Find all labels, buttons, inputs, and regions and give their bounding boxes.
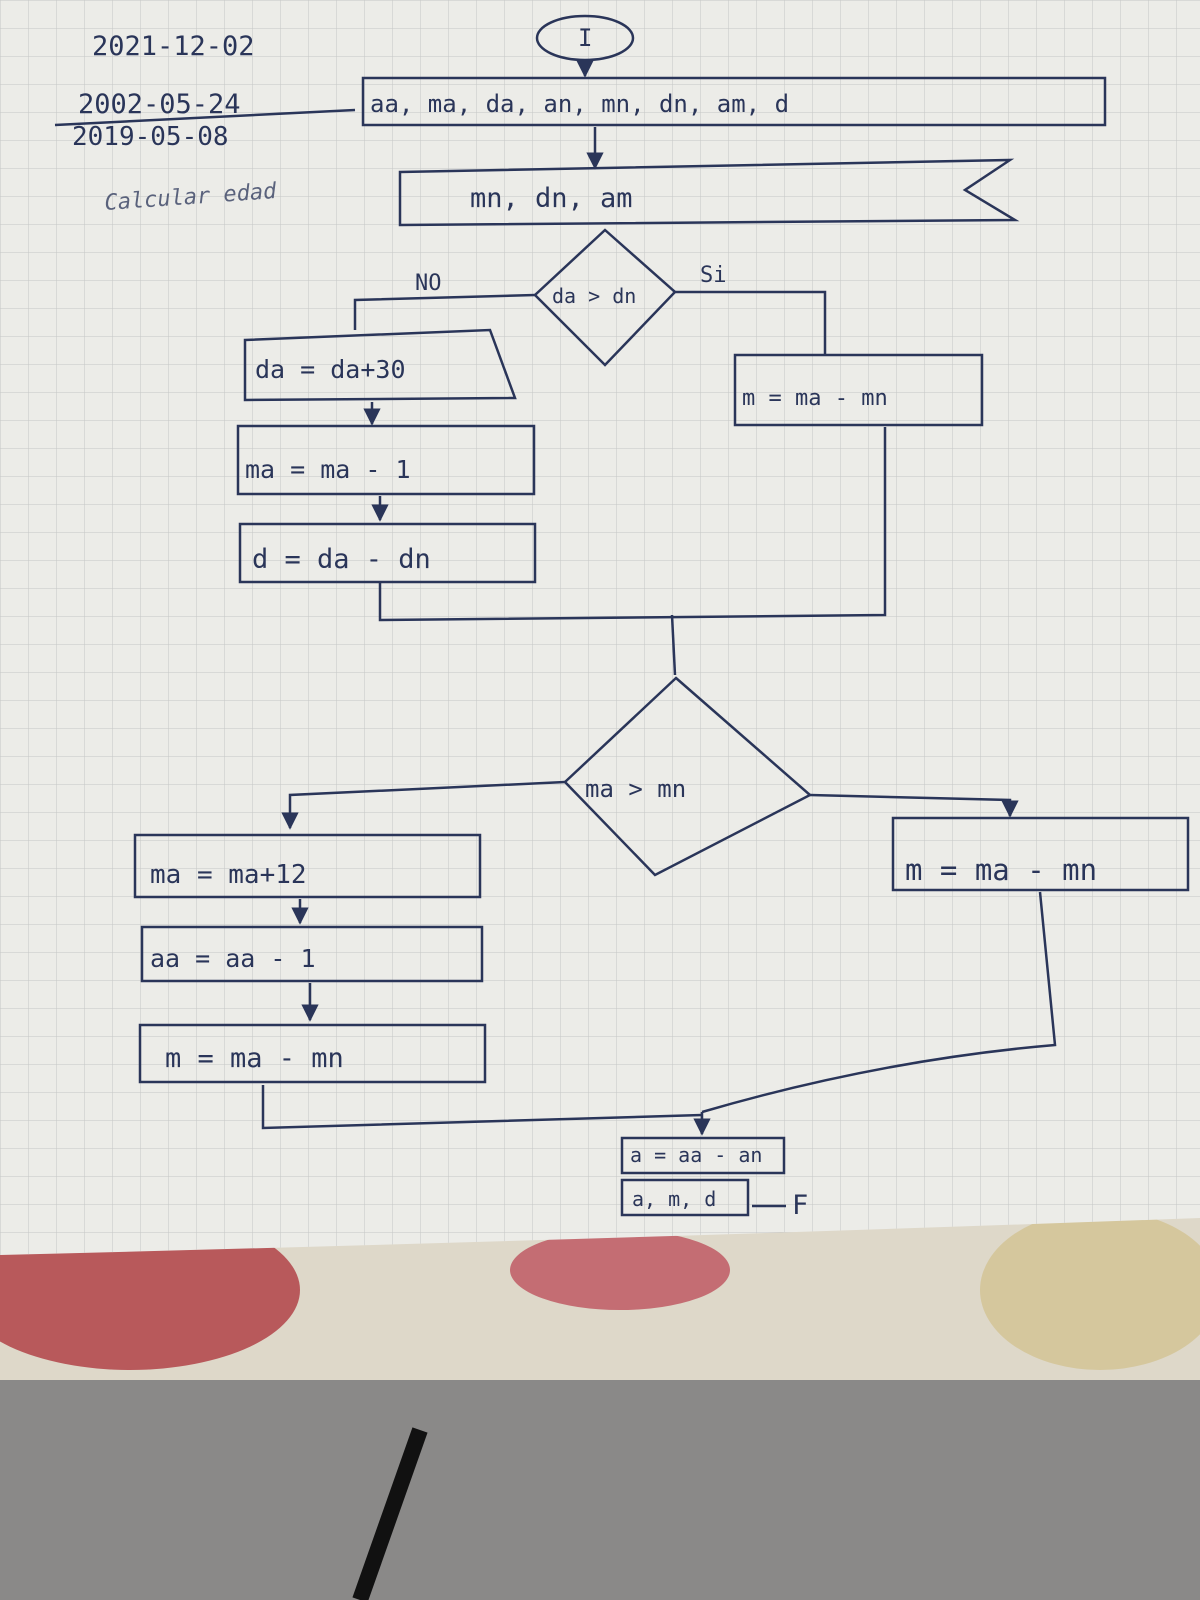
step-ma-plus-12-label: ma = ma+12	[150, 860, 307, 890]
fabric-pattern-gold	[980, 1210, 1200, 1370]
step-da-plus-30-label: da = da+30	[255, 355, 406, 384]
branch-yes-line	[675, 290, 827, 355]
decision-ma-gt-mn	[563, 676, 813, 877]
date-note-1: 2021-12-02	[92, 31, 255, 62]
branch-2-left-line	[281, 780, 566, 830]
decision-1-label: da > dn	[552, 284, 636, 308]
step-m-eq-ma-minus-mn-top	[733, 353, 984, 427]
decision-1-no-label: NO	[415, 271, 442, 296]
step-da-plus-30	[243, 328, 517, 402]
step-ma-minus-1	[236, 424, 536, 496]
output-box	[620, 1178, 750, 1217]
step-left-m-label: m = ma - mn	[165, 1043, 344, 1074]
merge-2-right	[701, 891, 1057, 1114]
merge-2-left	[261, 1085, 703, 1130]
branch-2-right-line	[809, 793, 1019, 818]
step-yes-label: m = ma - mn	[742, 386, 888, 411]
read-label: mn, dn, am	[470, 183, 633, 214]
black-strap	[352, 1427, 428, 1600]
start-label: I	[578, 24, 592, 52]
end-label: F	[792, 1190, 808, 1221]
step-d-eq-da-minus-dn	[238, 522, 537, 584]
read-box	[398, 158, 1020, 227]
step-aa-minus-1-label: aa = aa - 1	[150, 944, 316, 973]
date-note-2: 2002-05-24	[78, 89, 241, 120]
date-note-3: 2019-05-08	[72, 122, 229, 152]
fabric-pattern-pink	[510, 1230, 730, 1310]
input-label: aa, ma, da, an, mn, dn, am, d	[370, 90, 789, 118]
note-divider	[54, 108, 356, 127]
decision-da-gt-dn	[533, 228, 677, 367]
step-d-eq-label: d = da - dn	[252, 544, 431, 575]
step-ma-plus-12	[133, 833, 482, 899]
step-ma-minus-1-label: ma = ma - 1	[245, 455, 411, 484]
final-step-label: a = aa - an	[630, 1143, 762, 1167]
branch-no-line	[353, 293, 536, 330]
gray-cloth	[0, 1380, 1200, 1600]
step-a-eq-aa-minus-an	[620, 1136, 786, 1175]
step-m-eq-ma-minus-mn-left	[138, 1023, 487, 1084]
decision-2-label: ma > mn	[585, 775, 686, 803]
merge-line-1	[378, 427, 887, 622]
output-label: a, m, d	[632, 1187, 716, 1211]
step-right-m-label: m = ma - mn	[905, 853, 1097, 887]
paper-grid	[0, 0, 1200, 1255]
merge-down-line	[670, 614, 677, 676]
input-box	[361, 76, 1107, 127]
step-aa-minus-1	[140, 925, 484, 983]
step-m-eq-ma-minus-mn-right	[891, 816, 1190, 892]
decision-1-yes-label: Si	[700, 263, 727, 288]
